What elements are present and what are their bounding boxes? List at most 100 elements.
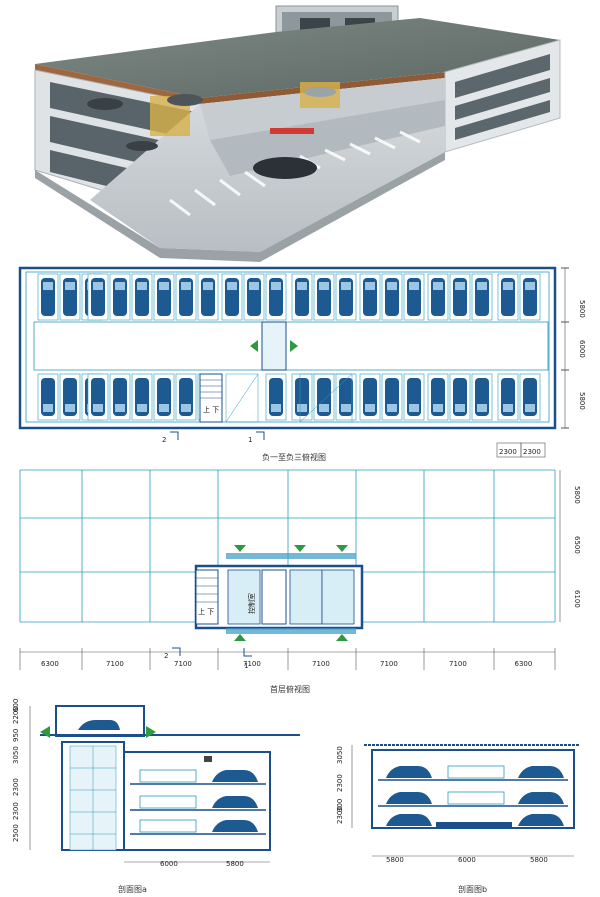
section-b-dim-left: 3050: [336, 746, 344, 764]
parking-stall: [221, 273, 243, 321]
parking-stall: [153, 273, 175, 321]
ground-dim-bottom: 6300: [41, 660, 59, 668]
parking-stall: [359, 273, 381, 321]
ground-dim-right-1: 5800: [573, 486, 581, 504]
parking-stall: [471, 373, 493, 421]
entry-arrow-icon: [336, 545, 348, 552]
basement-bottom-parking-row: [37, 373, 541, 421]
section-a-dim-left: 600: [12, 699, 20, 712]
parking-stall: [291, 273, 313, 321]
section-b-dim-left: 2300: [336, 806, 344, 824]
ground-dim-bottom: 7100: [243, 660, 261, 668]
ground-section-marker-1: 1: [244, 662, 248, 670]
parking-stall: [243, 273, 265, 321]
parking-stall: [109, 373, 131, 421]
ground-plan-caption: 首层俯视图: [270, 684, 310, 694]
lift-arrow-icon: [290, 340, 298, 352]
section-a-dim-bottom-2: 5800: [226, 860, 244, 868]
section-a-in-arrow-icon: [40, 726, 50, 738]
parking-stall: [313, 273, 335, 321]
section-a-caption: 剖面图a: [118, 884, 147, 894]
section-a-dim-bottom-1: 6000: [160, 860, 178, 868]
exit-arrow-icon: [336, 634, 348, 641]
section-a-dim-left: 2300: [12, 802, 20, 820]
ground-dim-bottom: 7100: [380, 660, 398, 668]
basement-dim-right-2: 6000: [578, 340, 586, 358]
parking-stall: [37, 273, 59, 321]
parking-stall: [471, 273, 493, 321]
parking-stall: [87, 373, 109, 421]
parking-stall: [59, 373, 81, 421]
ground-section-marker-2: 2: [164, 652, 168, 660]
basement-dim-right-1: 5800: [578, 300, 586, 318]
section-a-dim-left: 2500: [12, 824, 20, 842]
parking-stall: [37, 373, 59, 421]
basement-section-marker-1: 1: [248, 436, 252, 444]
basement-dim-bottom-2: 2300: [523, 448, 541, 456]
basement-section-marker-2: 2: [162, 436, 166, 444]
parking-stall: [197, 273, 219, 321]
control-room-label: 控制室: [247, 593, 256, 614]
parking-stall: [131, 373, 153, 421]
basement-plan-caption: 负一至负三俯视图: [262, 452, 326, 462]
ground-dim-bottom: 7100: [174, 660, 192, 668]
parking-stall: [427, 373, 449, 421]
parking-stall: [403, 373, 425, 421]
parking-stall: [153, 373, 175, 421]
ground-dim-bottom-row: 6300 7100 7100 7100 7100 7100 7100 6300: [19, 648, 556, 670]
parking-stall: [449, 373, 471, 421]
parking-stall: [497, 273, 519, 321]
entry-arrow-icon: [294, 545, 306, 552]
ground-dim-right-2: 6500: [573, 536, 581, 554]
section-a-out-arrow-icon: [146, 726, 156, 738]
parking-stall: [381, 273, 403, 321]
parking-stall: [59, 273, 81, 321]
section-a-dim-left: 2300: [12, 778, 20, 796]
section-b-dim-bottom-3: 5800: [530, 856, 548, 864]
ground-dim-bottom: 7100: [106, 660, 124, 668]
parking-stall: [313, 373, 335, 421]
parking-stall: [449, 273, 471, 321]
parking-stall: [175, 273, 197, 321]
parking-stall: [403, 273, 425, 321]
ground-floor-plan: 上 下 控制室 2 1 5800 6500 6100 6300 7100 7100 7…: [19, 469, 581, 694]
ground-dim-right-3: 6100: [573, 590, 581, 608]
section-b-caption: 剖面图b: [458, 884, 487, 894]
section-b-dim-left: 300: [336, 799, 344, 812]
parking-stall: [131, 273, 153, 321]
section-a-dim-left: 2200: [12, 706, 20, 724]
ground-dim-bottom: 7100: [449, 660, 467, 668]
parking-stall: [87, 273, 109, 321]
parking-stall: [335, 373, 357, 421]
basement-stair-label: 上 下: [203, 405, 219, 414]
parking-stall: [109, 273, 131, 321]
ground-stair-label: 上 下: [198, 607, 214, 616]
parking-stall: [265, 373, 287, 421]
parking-stall: [519, 273, 541, 321]
parking-stall: [175, 373, 197, 421]
section-b-dim-bottom-1: 5800: [386, 856, 404, 864]
basement-top-parking-row: [37, 273, 541, 321]
parking-stall: [291, 373, 313, 421]
parking-stall: [359, 373, 381, 421]
ground-dim-bottom: 7100: [312, 660, 330, 668]
section-a-dim-left: 3050: [12, 746, 20, 764]
parking-stall: [519, 373, 541, 421]
entry-arrow-icon: [234, 545, 246, 552]
basement-dim-right-3: 5800: [578, 392, 586, 410]
section-b-dim-bottom-2: 6000: [458, 856, 476, 864]
section-b-dim-left: 2300: [336, 774, 344, 792]
parking-stall: [265, 273, 287, 321]
lift-arrow-icon: [250, 340, 258, 352]
parking-stall: [381, 373, 403, 421]
basement-plan: 上 下 2 1 5800 6000 5800 2300 2300 负一至负三俯视…: [18, 266, 586, 462]
exit-arrow-icon: [234, 634, 246, 641]
parking-stall: [497, 373, 519, 421]
ground-dim-bottom: 6300: [515, 660, 533, 668]
garage-3d-render: [34, 5, 561, 262]
